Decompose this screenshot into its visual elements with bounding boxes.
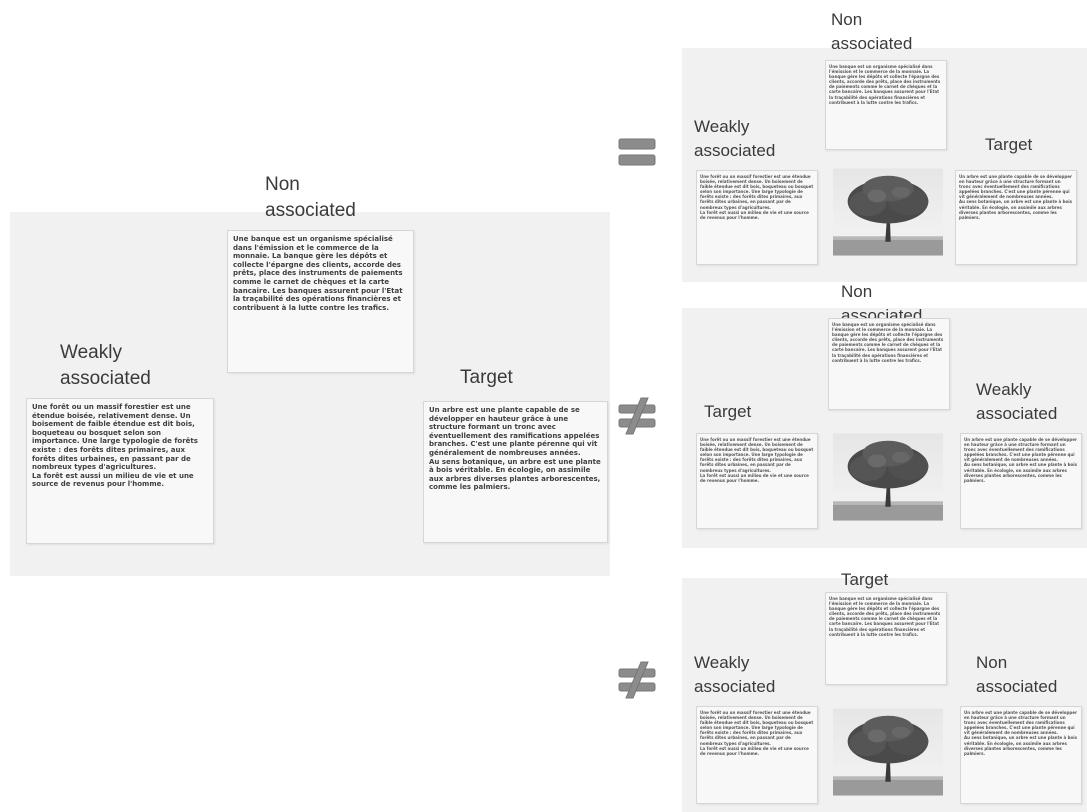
tree-photo (833, 433, 943, 521)
tree-photo (833, 708, 943, 796)
p2-label-weakly-associated: Weakly associated (976, 380, 1058, 423)
p3-label-non-associated: Non associated (976, 653, 1058, 696)
p2-text-tree: Un arbre est une plante capable de se dé… (960, 433, 1082, 529)
p2-text-forest: Une forêt ou un massif forestier est une… (696, 433, 818, 529)
main-label-target: Target (460, 367, 513, 388)
main-text-tree: Un arbre est une plante capable de se dé… (423, 401, 608, 543)
p1-label-target: Target (985, 135, 1033, 154)
p2-text-bank: Une banque est un organisme spécialisé d… (828, 318, 950, 410)
p1-text-bank: Une banque est un organisme spécialisé d… (825, 60, 947, 150)
tree-photo (833, 168, 943, 256)
p3-text-tree: Un arbre est une plante capable de se dé… (960, 706, 1082, 804)
main-label-non-associated: Non associated (265, 174, 356, 221)
p3-text-bank: Une banque est un organisme spécialisé d… (825, 592, 947, 685)
p1-text-tree: Un arbre est une plante capable de se dé… (955, 170, 1077, 265)
p3-label-target: Target (841, 570, 889, 589)
not-equal-sign-icon (618, 661, 656, 699)
p3-label-weakly-associated: Weakly associated (694, 653, 776, 696)
p2-label-target: Target (704, 402, 752, 421)
p3-text-forest: Une forêt ou un massif forestier est une… (696, 706, 818, 804)
p1-label-non-associated: Non associated (831, 10, 913, 53)
main-text-forest: Une forêt ou un massif forestier est une… (26, 398, 214, 544)
p1-text-forest: Une forêt ou un massif forestier est une… (696, 170, 818, 265)
main-label-weakly-associated: Weakly associated (60, 342, 151, 389)
equal-sign-icon (618, 138, 656, 166)
p1-label-weakly-associated: Weakly associated (694, 117, 776, 160)
not-equal-sign-icon (618, 397, 656, 435)
main-text-bank: Une banque est un organisme spécialisé d… (227, 230, 414, 373)
